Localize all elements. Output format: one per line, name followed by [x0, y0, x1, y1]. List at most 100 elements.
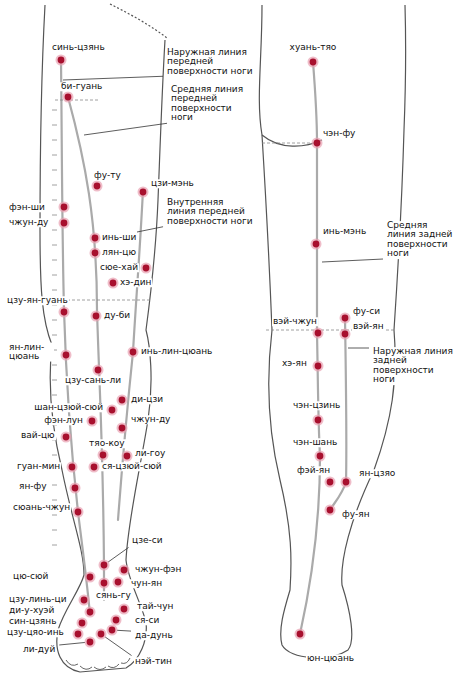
acupoint-dot [315, 451, 326, 462]
acupoint-dot [73, 507, 84, 518]
dot-halo [90, 248, 101, 259]
acupoint-dot [312, 138, 323, 149]
dot-core [121, 567, 128, 574]
scale-tick [52, 110, 57, 111]
point-label: ся-цзюй-сюй [101, 462, 163, 471]
dot-halo [313, 415, 324, 426]
line-label: Средняя линия передней поверхности ноги [170, 85, 252, 123]
dot-core [61, 220, 68, 227]
point-label: ди-у-хуэй [8, 606, 55, 615]
dot-halo [325, 477, 336, 488]
scale-tick [52, 545, 57, 546]
dot-core [310, 59, 317, 66]
point-label: лян-цю [101, 248, 137, 257]
acupoint-dot [141, 263, 152, 274]
dot-halo [325, 505, 336, 516]
leader-line [322, 259, 383, 262]
points [56, 55, 352, 648]
scale-tick [52, 290, 57, 291]
dot-core [315, 363, 322, 370]
leader-line [84, 123, 167, 135]
dot-core [101, 562, 108, 569]
dot-core [65, 94, 72, 101]
dot-core [63, 434, 70, 441]
line-label: Внутренняя линия передней поверхности но… [166, 198, 254, 226]
point-label: би-гуань [60, 82, 103, 91]
point-label: инь-лин-цюань [140, 347, 213, 356]
dot-core [109, 407, 116, 414]
point-label: ду-би [103, 311, 131, 320]
acupoint-dot [93, 365, 104, 376]
scale-tick [52, 215, 57, 216]
dot-core [93, 313, 100, 320]
acupoint-dot [85, 637, 96, 648]
dot-core [95, 367, 102, 374]
acupoint-dot [313, 361, 324, 372]
point-label: вэй-ян [352, 322, 385, 331]
scale-tick [52, 230, 57, 231]
acupoint-dot [87, 416, 98, 427]
acupoint-dot [313, 328, 324, 339]
acupoint-dot [98, 450, 109, 461]
acupoint-dot [90, 233, 101, 244]
acupoint-dot [79, 595, 90, 606]
acupoint-dot [117, 423, 128, 434]
point-label: фу-ту [93, 171, 122, 180]
dot-halo [295, 629, 306, 640]
dot-halo [108, 278, 119, 289]
point-label: шан-цзюй-сюй [33, 403, 104, 412]
point-label: цю-сюй [12, 572, 49, 581]
leaders [59, 76, 383, 655]
dot-halo [61, 350, 72, 361]
point-label: нэй-тин [134, 657, 173, 666]
dot-core [297, 631, 304, 638]
dot-core [343, 479, 350, 486]
dot-halo [311, 239, 322, 250]
point-label: фэн-лун [43, 416, 84, 425]
dot-core [92, 235, 99, 242]
scale-tick [52, 485, 57, 486]
scale-tick [52, 260, 57, 261]
point-label: ли-гоу [134, 449, 166, 458]
leader-line [348, 348, 369, 349]
point-label: ян-лин-цюань [8, 343, 54, 362]
acupoint-dot [122, 451, 133, 462]
point-label: тай-чун [136, 602, 174, 611]
dot-core [87, 609, 94, 616]
dot-halo [111, 615, 122, 626]
point-label: сянь-гу [95, 591, 132, 600]
dot-halo [70, 483, 81, 494]
point-label: сюань-чжун [12, 503, 71, 512]
dot-halo [85, 637, 96, 648]
dot-halo [90, 233, 101, 244]
acupoint-dot [92, 181, 103, 192]
point-label: чжун-фэн [134, 565, 182, 574]
dot-halo [340, 329, 351, 340]
dot-core [72, 485, 79, 492]
dot-core [342, 315, 349, 322]
dot-halo [92, 181, 103, 192]
dot-core [314, 140, 321, 147]
scale-tick [52, 365, 57, 366]
scale-tick [52, 200, 57, 201]
dot-halo [315, 451, 326, 462]
dot-halo [99, 560, 110, 571]
dot-halo [313, 361, 324, 372]
point-label: цзу-линь-ци [8, 595, 68, 604]
back-leg-outline [259, 5, 405, 658]
acupoint-dot [56, 55, 67, 66]
acupoint-dot [99, 560, 110, 571]
dot-core [315, 417, 322, 424]
line-label: Наружная линия передней поверхности ноги [166, 48, 254, 76]
acupoint-dot [107, 625, 118, 636]
acupoint-dot [117, 395, 128, 406]
point-label: фэн-ши [8, 203, 46, 212]
leader-line [63, 76, 163, 80]
scale-tick [52, 395, 57, 396]
leader-line [108, 547, 128, 562]
point-label: фэй-ян [296, 466, 331, 475]
point-label: фу-си [352, 307, 381, 316]
acupoint-dot [340, 329, 351, 340]
point-label: фу-ян [341, 510, 371, 519]
scale-tick [52, 530, 57, 531]
